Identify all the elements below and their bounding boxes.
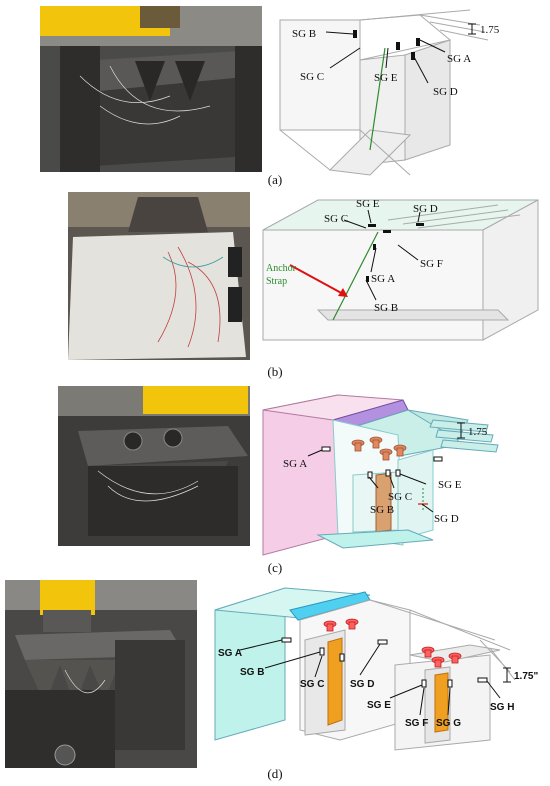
label-sg-d: SG D (434, 513, 459, 525)
caption-c: (c) (267, 560, 283, 575)
label-sg-c: SG C (388, 491, 412, 503)
label-sg-e: SG E (367, 700, 391, 711)
label-sg-g: SG G (436, 718, 461, 729)
photo-d-image (5, 580, 197, 768)
drawing-d: SG A SG B SG C SG D SG E SG F SG G SG H … (210, 580, 550, 760)
label-sg-f: SG F (420, 258, 443, 270)
photo-b-image (68, 192, 250, 360)
label-strap: Strap (266, 276, 287, 287)
label-sg-c: SG C (300, 71, 324, 83)
label-sg-f: SG F (405, 718, 428, 729)
label-sg-e: SG E (438, 479, 462, 491)
caption-b: (b) (267, 364, 283, 379)
panel-d: SG A SG B SG C SG D SG E SG F SG G SG H … (0, 580, 550, 786)
label-sg-b: SG B (292, 28, 316, 40)
photo-d (5, 580, 197, 768)
label-sg-c: SG C (324, 213, 348, 225)
drawing-a: SG B SG C SG E SG A SG D 1.75 (270, 0, 550, 180)
panel-a: SG B SG C SG E SG A SG D 1.75 (a) (0, 0, 550, 190)
drawing-c: SG A SG B SG C SG E SG D 1.75 (258, 380, 550, 570)
drawing-b: SG E SG C SG D SG F SG A SG B Anchor Str… (258, 190, 550, 370)
label-sg-a: SG A (218, 648, 242, 659)
photo-a (40, 6, 262, 172)
label-dim-a: 1.75 (480, 24, 500, 36)
photo-b (68, 192, 250, 360)
label-sg-b: SG B (374, 302, 398, 314)
label-sg-e: SG E (356, 198, 380, 210)
panel-b: SG E SG C SG D SG F SG A SG B Anchor Str… (0, 190, 550, 380)
photo-c (58, 386, 250, 546)
label-sg-a: SG A (371, 273, 395, 285)
label-sg-d: SG D (433, 86, 458, 98)
label-sg-d: SG D (413, 203, 438, 215)
label-sg-e: SG E (374, 72, 398, 84)
label-dim-d: 1.75" (514, 671, 538, 682)
label-sg-c: SG C (300, 679, 324, 690)
label-sg-b: SG B (240, 667, 264, 678)
photo-c-image (58, 386, 250, 546)
label-anchor: Anchor (266, 263, 297, 274)
label-dim-c: 1.75 (468, 426, 488, 438)
label-sg-d: SG D (350, 679, 374, 690)
panel-c: SG A SG B SG C SG E SG D 1.75 (c) (0, 380, 550, 580)
label-sg-a: SG A (447, 53, 471, 65)
photo-a-image (40, 6, 262, 172)
label-sg-h: SG H (490, 702, 514, 713)
caption-a: (a) (267, 172, 283, 187)
caption-d: (d) (267, 766, 283, 781)
label-sg-b: SG B (370, 504, 394, 516)
label-sg-a: SG A (283, 458, 307, 470)
